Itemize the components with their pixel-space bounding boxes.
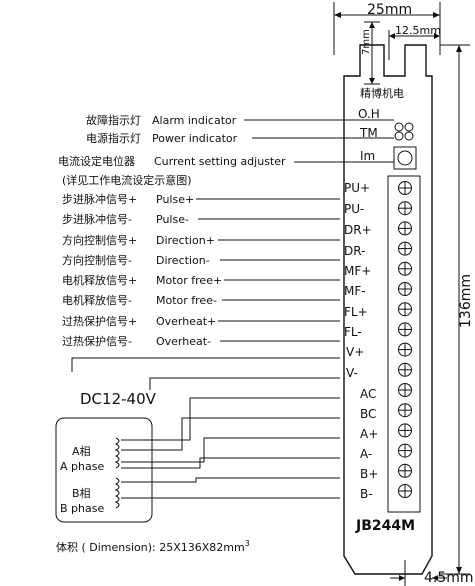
screw-terminal-icon [398, 181, 412, 195]
screw-terminal-icon [398, 403, 412, 418]
signal-dr-plus-cn: 方向控制信号+ [62, 233, 137, 247]
volume-label: 体积 ( Dimension): 25X136X82mm3 [56, 539, 250, 554]
terminal-dr-minus: DR- [344, 244, 365, 258]
screw-terminal-icon [398, 463, 412, 478]
power-led-icon [394, 131, 404, 141]
offset-top-label: 7mm [361, 29, 372, 55]
power-wiring: DC12-40V [71, 357, 340, 408]
signal-pu-minus-en: Pulse- [156, 213, 189, 226]
phase-b-cn: B相 [72, 487, 91, 500]
signal-pu-plus-en: Pulse+ [156, 193, 194, 206]
screw-terminal-icon [398, 322, 412, 337]
coil-b-icon [114, 477, 120, 509]
brand-label: 精博机电 [360, 86, 404, 100]
signal-fl-minus-cn: 过热保护信号- [62, 334, 132, 348]
alarm-cn-label: 故障指示灯 [86, 113, 141, 127]
terminal-labels: PU+ PU- DR+ DR- MF+ MF- FL+ FL- V+ V- AC… [344, 181, 378, 501]
screw-terminal-icon [398, 423, 412, 438]
height-label: 136mm [458, 274, 474, 328]
volume-superscript: 3 [245, 539, 250, 548]
alarm-en-label: Alarm indicator [152, 114, 237, 127]
screw-terminal-icon [398, 302, 412, 317]
screw-terminal-icon [398, 484, 412, 498]
terminal-bc: BC [360, 407, 376, 421]
coil-a-icon [114, 437, 120, 469]
screw-terminal-icon [398, 221, 412, 236]
motor-box [55, 417, 153, 523]
signal-fl-minus-en: Overheat- [156, 335, 211, 348]
phase-a-en: A phase [60, 460, 104, 473]
alarm-led-icon-2 [404, 122, 414, 132]
tm-code: TM [359, 126, 378, 140]
screw-terminal-icon [398, 201, 412, 216]
signal-dr-minus-en: Direction- [156, 254, 210, 267]
screw-terminal-icon [398, 241, 412, 256]
phase-b-en: B phase [60, 502, 104, 515]
im-code: Im [360, 149, 375, 163]
screw-terminal-icon [398, 383, 412, 397]
motor-wiring: A相 A phase B相 B phase [55, 397, 340, 523]
indicator-labels: 故障指示灯 Alarm indicator 电源指示灯 Power indica… [58, 113, 394, 187]
dimension-right: 136mm [440, 44, 474, 575]
terminal-a-plus: A+ [360, 427, 378, 441]
signal-labels: 步进脉冲信号+ Pulse+ 步进脉冲信号- Pulse- 方向控制信号+ Di… [62, 192, 340, 348]
signal-pu-minus-cn: 步进脉冲信号- [62, 212, 132, 226]
terminal-fl-plus: FL+ [344, 305, 368, 319]
screw-terminal-icon [398, 261, 412, 276]
terminal-block [387, 175, 421, 513]
screw-terminal-icon [398, 362, 412, 377]
signal-dr-plus-en: Direction+ [156, 234, 215, 247]
volume-text: 体积 ( Dimension): 25X136X82mm [56, 540, 245, 554]
terminal-b-minus: B- [360, 487, 373, 501]
adjuster-en-label: Current setting adjuster [154, 155, 286, 168]
controller-housing [343, 44, 433, 575]
signal-fl-plus-cn: 过热保护信号+ [62, 314, 137, 328]
phase-a-cn: A相 [72, 445, 91, 458]
signal-mf-minus-cn: 电机释放信号- [62, 293, 132, 307]
oh-code: O.H [358, 107, 380, 121]
terminal-a-minus: A- [360, 447, 372, 461]
terminal-fl-minus: FL- [344, 325, 362, 339]
potentiometer-icon [397, 150, 413, 166]
terminal-b-plus: B+ [360, 467, 378, 481]
current-adjuster-box [393, 146, 417, 170]
dimension-top: 25mm 12.5mm 7mm [333, 2, 441, 85]
terminal-v-plus: V+ [346, 345, 364, 359]
screw-terminal-icon [398, 342, 412, 357]
signal-mf-plus-cn: 电机释放信号+ [62, 273, 137, 287]
signal-dr-minus-cn: 方向控制信号- [62, 253, 132, 267]
adjuster-cn-label: 电流设定电位器 [58, 154, 135, 168]
width-top-label: 25mm [367, 2, 412, 18]
signal-mf-plus-en: Motor free+ [156, 274, 222, 287]
width-inner-label: 12.5mm [395, 24, 441, 37]
terminal-mf-plus: MF+ [344, 264, 371, 278]
signal-fl-plus-en: Overheat+ [156, 315, 216, 328]
terminal-ac: AC [360, 387, 376, 401]
power-voltage-label: DC12-40V [80, 390, 157, 408]
terminal-screws [398, 181, 412, 498]
indicator-panel: O.H TM Im [358, 107, 417, 170]
signal-mf-minus-en: Motor free- [156, 294, 217, 307]
power-en-label: Power indicator [152, 132, 238, 145]
signal-pu-plus-cn: 步进脉冲信号+ [62, 192, 137, 206]
screw-terminal-icon [398, 443, 412, 458]
terminal-v-minus: V- [346, 366, 358, 380]
offset-bottom-label: 4.5mm [424, 570, 474, 586]
terminal-pu-minus: PU- [344, 202, 364, 216]
power-led-icon-2 [404, 131, 414, 141]
dimension-bottom: 4.5mm [390, 560, 474, 586]
power-cn-label: 电源指示灯 [86, 131, 141, 145]
terminal-pu-plus: PU+ [344, 181, 370, 195]
terminal-mf-minus: MF- [344, 284, 366, 298]
alarm-led-icon [394, 122, 404, 132]
model-label: JB244M [355, 518, 415, 534]
note-label: (详见工作电流设定示意图) [62, 173, 192, 187]
screw-terminal-icon [398, 282, 412, 296]
terminal-dr-plus: DR+ [344, 223, 372, 237]
